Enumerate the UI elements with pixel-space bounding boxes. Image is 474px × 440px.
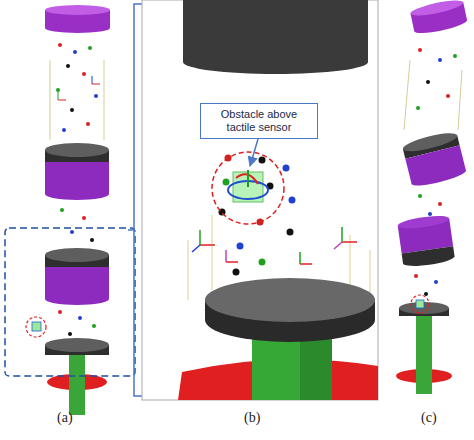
highlight-circle bbox=[411, 295, 429, 313]
link-bottom bbox=[410, 166, 467, 189]
gripper-top bbox=[45, 5, 110, 15]
upper-link-bottom bbox=[183, 50, 368, 74]
sensor-disc-bottom bbox=[402, 251, 455, 268]
panel-label: (a) bbox=[57, 410, 73, 426]
callout-text: Obstacle above tactile sensor bbox=[205, 108, 313, 134]
sensor-points bbox=[58, 310, 96, 336]
panel-label: (b) bbox=[244, 410, 260, 426]
link-top bbox=[397, 214, 450, 231]
pole bbox=[416, 314, 432, 394]
sensor-points bbox=[418, 194, 442, 216]
zoom-bracket bbox=[128, 4, 142, 396]
pole bbox=[69, 355, 85, 415]
highlight-circle bbox=[212, 152, 284, 224]
highlight-circle bbox=[26, 317, 46, 337]
sensor-points bbox=[219, 155, 296, 298]
sensor-disc-top bbox=[45, 338, 109, 352]
link-bottom bbox=[45, 188, 109, 200]
obstacle bbox=[228, 170, 268, 202]
pointer-arrow bbox=[250, 139, 258, 166]
sensor-points bbox=[404, 48, 462, 130]
sensor-points bbox=[50, 43, 104, 140]
gripper-bottom bbox=[413, 15, 468, 36]
panel-label: (c) bbox=[421, 410, 437, 426]
panel-c bbox=[396, 0, 468, 394]
zoom-frame bbox=[142, 0, 378, 400]
gripper-bottom bbox=[45, 23, 110, 33]
panel-b bbox=[142, 0, 378, 400]
zoom-box bbox=[5, 228, 135, 376]
sensor-disc-top bbox=[45, 143, 109, 157]
frame-axes bbox=[192, 227, 357, 264]
gripper-top bbox=[409, 0, 464, 19]
sensor-points bbox=[60, 208, 94, 242]
sensor-points bbox=[414, 274, 438, 296]
callout-box: Obstacle above tactile sensor bbox=[200, 103, 318, 139]
link-bottom bbox=[45, 293, 109, 305]
panel-a bbox=[5, 4, 142, 415]
obstacle bbox=[416, 300, 424, 308]
sensor-disc-top bbox=[205, 278, 375, 322]
obstacle bbox=[32, 322, 41, 331]
sensor-disc-top bbox=[45, 248, 109, 262]
